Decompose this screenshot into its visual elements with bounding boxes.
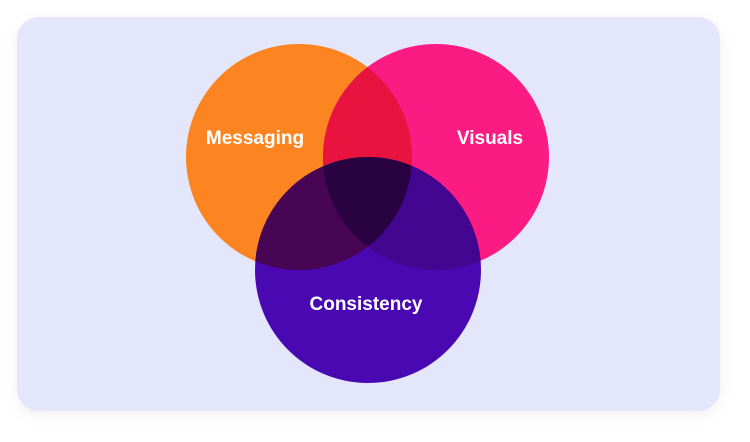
messaging-label: Messaging xyxy=(206,128,304,149)
visuals-label: Visuals xyxy=(457,128,523,149)
visuals-consistency-overlap xyxy=(323,157,481,270)
messaging-consistency-overlap xyxy=(255,157,412,270)
consistency-label: Consistency xyxy=(310,294,423,315)
